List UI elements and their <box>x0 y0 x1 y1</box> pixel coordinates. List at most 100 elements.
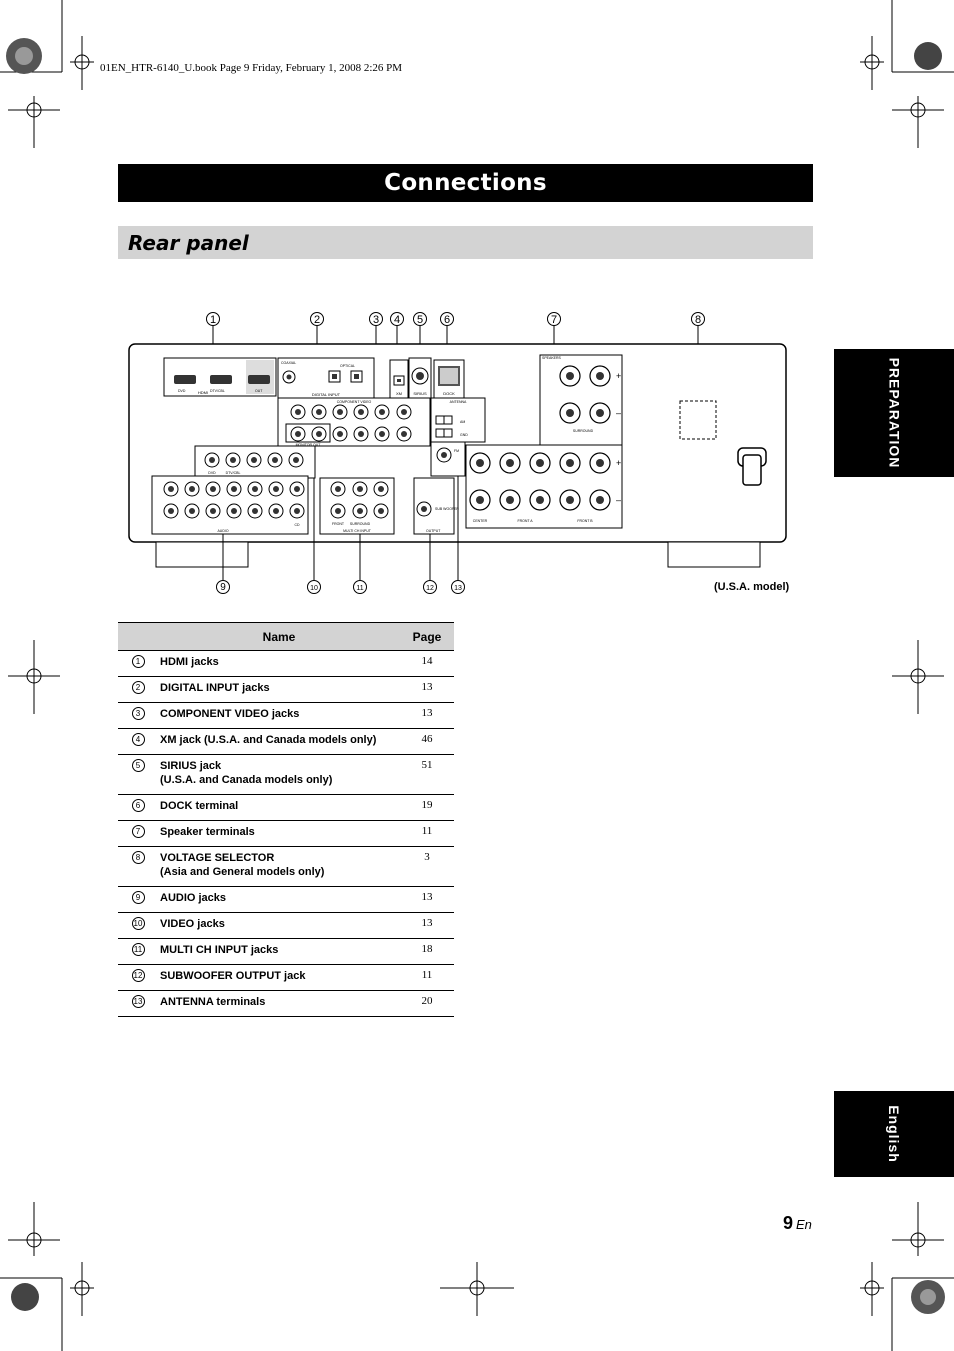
right-foot <box>667 541 761 568</box>
callout-11: 11 <box>353 534 367 594</box>
table-row: 1 HDMI jacks 14 <box>118 650 454 677</box>
row-number: 10 <box>131 917 145 930</box>
svg-text:GND: GND <box>460 433 468 437</box>
row-number: 1 <box>131 655 145 668</box>
left-foot <box>155 541 249 568</box>
row-number: 9 <box>131 891 145 904</box>
svg-text:COMPONENT VIDEO: COMPONENT VIDEO <box>337 400 372 404</box>
svg-text:DTV/CBL: DTV/CBL <box>210 389 225 393</box>
table-row: 10 VIDEO jacks 13 <box>118 912 454 939</box>
table-row: 4 XM jack (U.S.A. and Canada models only)… <box>118 728 454 755</box>
svg-text:DVD: DVD <box>178 389 186 393</box>
row-page: 14 <box>400 650 454 677</box>
svg-text:COAXIAL: COAXIAL <box>281 361 296 365</box>
row-number: 3 <box>131 707 145 720</box>
row-name: XM jack (U.S.A. and Canada models only) <box>160 734 377 746</box>
svg-text:CD: CD <box>294 523 300 527</box>
callout-12: 12 <box>423 534 437 594</box>
svg-text:DVD: DVD <box>208 471 216 475</box>
row-name: HDMI jacks <box>160 656 219 668</box>
svg-text:9: 9 <box>220 582 226 593</box>
callout-10: 10 <box>307 478 321 594</box>
audio-jacks-block: AUDIO CD <box>151 475 309 535</box>
row-number: 5 <box>131 759 145 772</box>
row-number: 6 <box>131 799 145 812</box>
svg-text:6: 6 <box>444 314 450 326</box>
svg-text:OUT: OUT <box>255 389 263 393</box>
row-name: SUBWOOFER OUTPUT jack <box>160 970 306 982</box>
svg-text:FRONT A: FRONT A <box>517 519 533 523</box>
svg-text:DOCK: DOCK <box>443 391 455 396</box>
row-name: SIRIUS jack <box>160 760 222 772</box>
row-page: 46 <box>400 728 454 755</box>
svg-text:ANTENNA: ANTENNA <box>450 400 467 404</box>
row-name: DOCK terminal <box>160 800 239 812</box>
svg-text:SPEAKERS: SPEAKERS <box>542 356 562 360</box>
svg-text:1: 1 <box>210 314 216 326</box>
svg-text:FM: FM <box>454 449 459 453</box>
row-name: DIGITAL INPUT jacks <box>160 682 270 694</box>
row-name: VIDEO jacks <box>160 918 225 930</box>
svg-text:5: 5 <box>417 314 423 326</box>
svg-text:11: 11 <box>356 585 363 592</box>
crosshair-marks <box>6 38 945 1314</box>
row-number: 4 <box>131 733 145 746</box>
section-title: Rear panel <box>128 230 249 255</box>
svg-text:SIRIUS: SIRIUS <box>413 391 427 396</box>
sirius-jack: SIRIUS <box>408 357 432 399</box>
row-page: 13 <box>400 676 454 703</box>
video-jacks-block: DVD DTV/CBL <box>194 445 316 479</box>
row-name: Speaker terminals <box>160 826 255 838</box>
section-bar: Rear panel <box>118 226 813 259</box>
table-header-row: Name Page <box>118 622 454 651</box>
svg-text:8: 8 <box>695 314 701 326</box>
callout-13: 13 <box>451 476 465 594</box>
callouts-bottom: 9 10 11 12 13 <box>216 476 465 594</box>
digital-input-block: COAXIAL OPTICAL DIGITAL INPUT <box>277 357 375 401</box>
svg-text:HDMI: HDMI <box>198 390 208 395</box>
rear-panel-diagram: 1 2 3 4 5 6 7 8 HDMI DVD DTV/CBL OUT COA… <box>128 312 787 594</box>
voltage-selector-area <box>679 400 717 440</box>
svg-text:2: 2 <box>314 314 320 326</box>
svg-text:CENTER: CENTER <box>473 519 488 523</box>
svg-text:–: – <box>616 408 621 418</box>
row-name: AUDIO jacks <box>160 892 227 904</box>
multi-ch-input-block: FRONT SURROUND MULTI CH INPUT <box>319 477 395 535</box>
svg-text:MULTI CH INPUT: MULTI CH INPUT <box>343 529 372 533</box>
svg-text:DIGITAL INPUT: DIGITAL INPUT <box>312 392 341 397</box>
row-number: 2 <box>131 681 145 694</box>
row-name-note: (Asia and General models only) <box>160 866 325 878</box>
side-tab-english-label: English <box>886 1105 902 1163</box>
svg-text:FRONT B: FRONT B <box>577 519 593 523</box>
svg-text:12: 12 <box>426 585 434 592</box>
page-language: En <box>796 1217 812 1232</box>
svg-text:OPTICAL: OPTICAL <box>340 364 355 368</box>
row-name-note: (U.S.A. and Canada models only) <box>160 774 333 786</box>
svg-text:+: + <box>616 458 621 468</box>
svg-text:DTV/CBL: DTV/CBL <box>226 471 241 475</box>
side-tab-preparation: PREPARATION <box>834 349 954 477</box>
row-page: 13 <box>400 912 454 939</box>
svg-text:+: + <box>616 371 621 381</box>
svg-text:XM: XM <box>396 391 402 396</box>
row-page: 11 <box>400 820 454 847</box>
svg-text:FRONT: FRONT <box>332 522 345 526</box>
svg-text:AUDIO: AUDIO <box>217 529 228 533</box>
svg-text:SURROUND: SURROUND <box>573 429 594 433</box>
svg-text:3: 3 <box>373 314 379 326</box>
svg-text:–: – <box>616 495 621 505</box>
svg-text:SUB WOOFER: SUB WOOFER <box>435 507 459 511</box>
speaker-terminals: SPEAKERS SURROUND CENTER FRONT A FRONT B… <box>465 354 623 529</box>
dock-terminal: DOCK <box>433 359 465 399</box>
row-page: 20 <box>400 990 454 1017</box>
svg-text:7: 7 <box>551 314 557 326</box>
row-name: ANTENNA terminals <box>160 996 266 1008</box>
